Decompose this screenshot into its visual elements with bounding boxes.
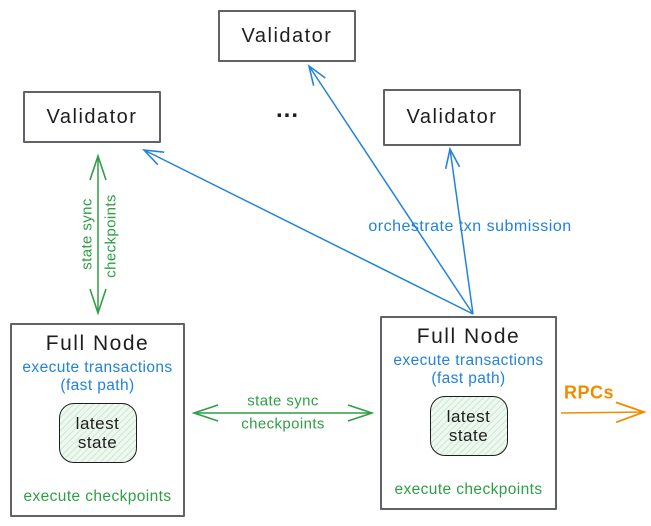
edge-rpcs [560,401,647,424]
full-node-right-checkpoints: execute checkpoints [394,481,543,498]
latest-state-box-left: latest state [58,402,137,463]
validator-left-label: Validator [46,105,138,128]
latest-state-right-line1: latest [446,406,491,426]
left-state-sync-label-line2: checkpoints [102,194,120,278]
full-node-left-fast-path: execute transactions (fast path) [22,359,172,396]
latest-state-box-right: latest state [429,395,508,456]
mid-state-sync-label-line1: state sync [247,392,319,410]
validator-right-label: Validator [406,106,498,128]
full-node-left-fast-path-line1: execute transactions [22,359,173,376]
full-node-left-fast-path-line2: (fast path) [60,377,135,395]
latest-state-left-line1: latest [75,413,120,433]
full-node-left-checkpoints: execute checkpoints [23,488,172,505]
full-node-right-fast-path: execute transactions (fast path) [393,352,543,389]
full-node-right-fast-path-line1: execute transactions [393,352,544,369]
full-node-right-title: Full Node [416,325,521,348]
full-node-box-left: Full Node execute transactions (fast pat… [10,323,185,517]
full-node-left-title: Full Node [45,332,150,355]
validators-ellipsis: ... [276,96,300,123]
full-node-right-fast-path-line2: (fast path) [431,370,506,388]
mid-state-sync-label-line2: checkpoints [241,415,325,433]
validator-top-label: Validator [241,24,333,47]
full-node-box-right: Full Node execute transactions (fast pat… [380,316,557,510]
latest-state-left-line2: state [77,432,118,452]
orchestrate-label: orchestrate txn submission [368,218,572,235]
rpcs-label: RPCs [563,382,615,403]
validator-box-right: Validator [383,89,521,146]
validator-box-top: Validator [218,10,356,62]
validator-box-left: Validator [23,91,161,143]
left-state-sync-label-line1: state sync [78,198,96,270]
latest-state-right-line2: state [448,425,489,445]
